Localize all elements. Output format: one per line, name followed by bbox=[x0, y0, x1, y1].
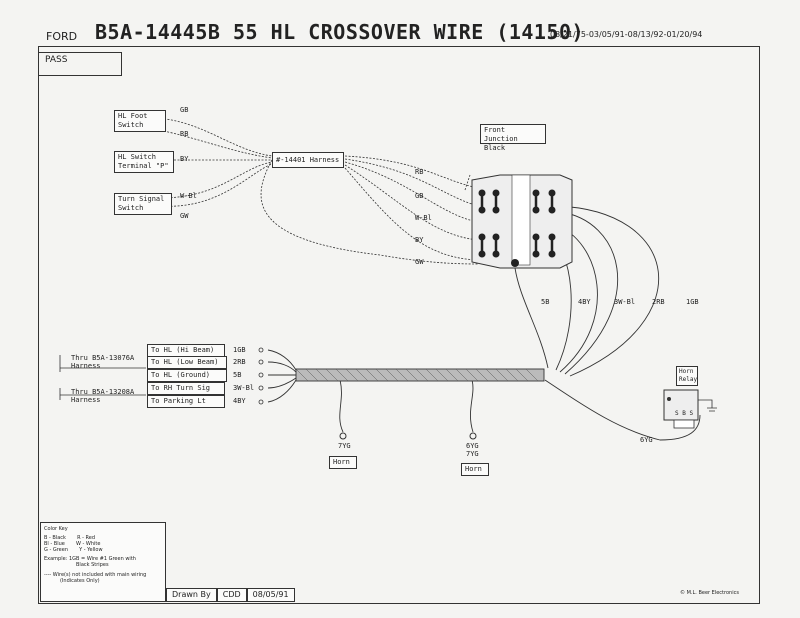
copyright-text: © M.L. Beer Electronics bbox=[680, 590, 739, 596]
color-key-row-1: B - Black R - Red bbox=[44, 535, 96, 541]
harness-box: #-14401 Harness bbox=[272, 152, 344, 168]
wire-label-by: BY bbox=[180, 155, 189, 163]
turn-signal-line1: Turn Signal bbox=[118, 195, 165, 203]
horn-relay-pins: S B S bbox=[675, 410, 694, 417]
hl-foot-switch: HL Foot Switch bbox=[114, 110, 166, 132]
turn-signal-switch: Turn Signal Switch bbox=[114, 193, 172, 215]
frame-bottom bbox=[38, 603, 760, 604]
color-key-note2: (Indicates Only) bbox=[60, 578, 100, 584]
drawn-by-label: Drawn By bbox=[166, 588, 217, 602]
front-junction-label: Front Junction Black bbox=[480, 124, 546, 152]
dest-ground: To HL (Ground) bbox=[147, 369, 227, 382]
harness-group-2-line1: Thru B5A-13208A bbox=[71, 388, 135, 396]
horn-relay-line2: Relay bbox=[679, 376, 698, 383]
dest-parking: To Parking Lt bbox=[147, 395, 225, 408]
color-key-row-2: Bl - Blue W - White bbox=[44, 541, 101, 547]
hl-foot-switch-line1: HL Foot bbox=[118, 112, 148, 120]
horn2-wire-top: 6YG bbox=[466, 442, 479, 450]
brand-label: FORD bbox=[46, 30, 78, 43]
junction-wire-rb: RB bbox=[415, 168, 424, 176]
harness-group-1-line2: Harness bbox=[71, 362, 101, 370]
color-key-note: ---- Wire(s) not included with main wiri… bbox=[44, 572, 147, 578]
vertical-wire-3wbl: 3W-Bl bbox=[614, 298, 636, 306]
wire-label-gb: GB bbox=[180, 106, 189, 114]
turn-signal-line2: Switch bbox=[118, 204, 144, 212]
junction-wire-gb: GB bbox=[415, 192, 424, 200]
vertical-wire-2rb: 2RB bbox=[652, 298, 665, 306]
color-key-row-3: G - Green Y - Yellow bbox=[44, 547, 103, 553]
color-key-title: Color Key bbox=[44, 526, 68, 532]
wire-label-rb: RB bbox=[180, 130, 189, 138]
section-label: PASS bbox=[38, 52, 122, 76]
color-key-example2: Black Stripes bbox=[76, 562, 109, 568]
dest-wire-1gb: 1GB bbox=[233, 346, 246, 354]
harness-group-2-line2: Harness bbox=[71, 396, 101, 404]
dest-wire-4by: 4BY bbox=[233, 397, 246, 405]
color-key-example: Example: 1GB = Wire #1 Green with bbox=[44, 556, 136, 562]
dest-wire-3wbl: 3W-Bl bbox=[233, 384, 255, 392]
hl-switch-line1: HL Switch bbox=[118, 153, 156, 161]
drawn-by-block: Drawn By CDD 08/05/91 bbox=[166, 588, 295, 602]
header-rule bbox=[38, 46, 760, 47]
vertical-wire-1gb: 1GB bbox=[686, 298, 699, 306]
dest-wire-5b: 5B bbox=[233, 371, 242, 379]
horn1-wire: 7YG bbox=[338, 442, 351, 450]
hl-switch-line2: Terminal "P" bbox=[118, 162, 169, 170]
front-junction-title: Front Junction bbox=[484, 126, 518, 143]
dest-rh-turn: To RH Turn Sig bbox=[147, 382, 225, 395]
horn2-wire-bottom: 7YG bbox=[466, 450, 479, 458]
dest-low-beam: To HL (Low Beam) bbox=[147, 356, 227, 369]
vertical-wire-4by: 4BY bbox=[578, 298, 591, 306]
horn2-box: Horn bbox=[461, 463, 489, 476]
frame-left bbox=[38, 46, 39, 604]
revision-dates: 03/21/75-03/05/91-08/13/92-01/20/94 bbox=[550, 30, 703, 39]
vertical-wire-5b: 5B bbox=[541, 298, 550, 306]
wire-label-gw: GW bbox=[180, 212, 189, 220]
horn-relay-label: Horn Relay bbox=[676, 366, 698, 386]
junction-wire-wbl: W-Bl bbox=[415, 214, 432, 222]
horn-relay-wire: 6YG bbox=[640, 436, 653, 444]
hl-foot-switch-line2: Switch bbox=[118, 121, 144, 129]
front-junction-subtitle: Black bbox=[484, 144, 506, 152]
horn1-box: Horn bbox=[329, 456, 357, 469]
junction-wire-by: BY bbox=[415, 236, 424, 244]
color-key-legend: Color Key B - Black R - Red Bl - Blue W … bbox=[40, 522, 166, 602]
junction-wire-gw: GW bbox=[415, 258, 424, 266]
drawn-date: 08/05/91 bbox=[246, 588, 295, 602]
harness-group-1-line1: Thru B5A-13076A bbox=[71, 354, 135, 362]
drawn-by-initials: CDD bbox=[216, 588, 247, 602]
dest-wire-2rb: 2RB bbox=[233, 358, 246, 366]
hl-switch-terminal: HL Switch Terminal "P" bbox=[114, 151, 174, 173]
horn-relay-line1: Horn bbox=[679, 368, 694, 375]
frame-right bbox=[759, 46, 760, 604]
wire-label-wbl: W-Bl bbox=[180, 192, 197, 200]
page-title: B5A-14445B 55 HL CROSSOVER WIRE (14150) bbox=[95, 20, 585, 44]
